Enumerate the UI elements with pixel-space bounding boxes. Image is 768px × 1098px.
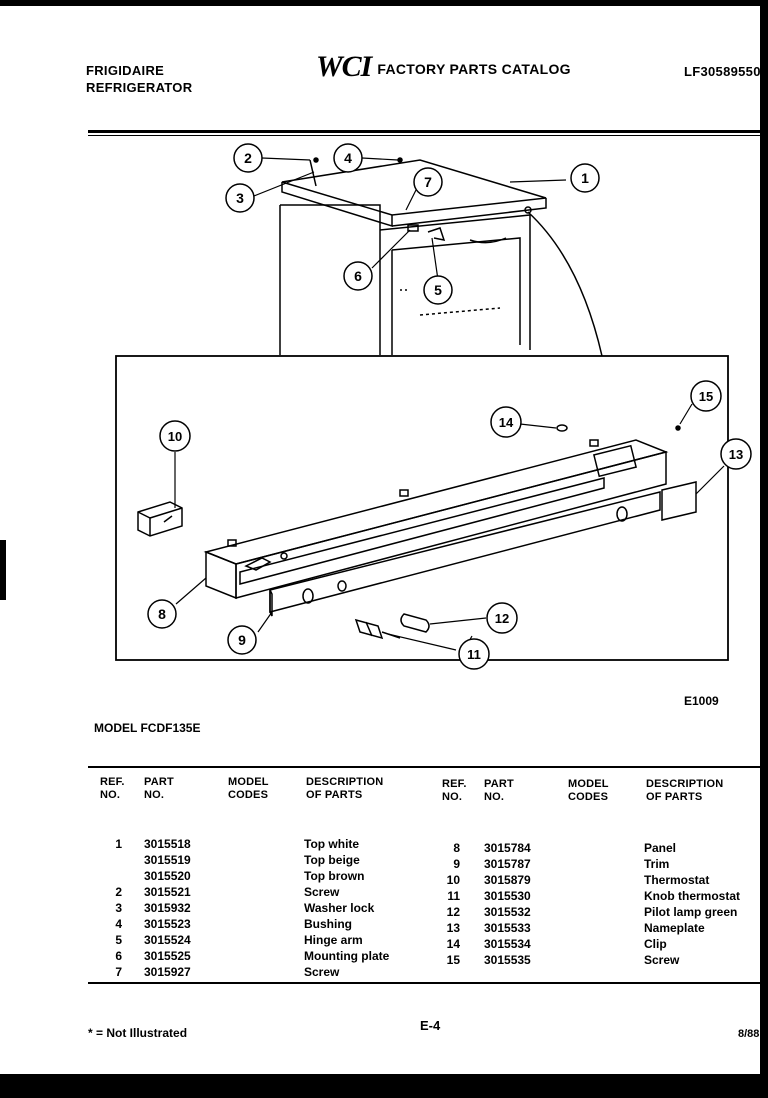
svg-text:15: 15	[699, 389, 713, 404]
svg-text:5: 5	[434, 282, 442, 298]
thermostat-drawing	[137, 501, 183, 537]
header-rule	[88, 130, 760, 133]
callout-9: 9	[227, 625, 257, 655]
svg-text:1: 1	[581, 170, 589, 186]
svg-text:14: 14	[499, 415, 514, 430]
callout-10: 10	[159, 420, 191, 452]
catalog-title: FACTORY PARTS CATALOG	[377, 61, 571, 77]
revision-date: 8/88	[738, 1028, 760, 1040]
product-type: REFRIGERATOR	[86, 80, 193, 95]
trim-drawing	[269, 491, 661, 617]
scan-border-right	[760, 0, 768, 1098]
svg-text:12: 12	[495, 611, 509, 626]
callout-1: 1	[570, 163, 600, 193]
exploded-parts-diagram: 1 2 3 4 5 6 7 8 9 10 11 12 13 14 15	[115, 143, 752, 670]
svg-text:7: 7	[424, 174, 432, 190]
page-number: E-4	[420, 1018, 441, 1033]
top-panel-drawing	[281, 157, 603, 357]
scan-border-bottom	[0, 1074, 768, 1098]
cabinet-drawing	[279, 204, 531, 355]
callout-12: 12	[486, 602, 518, 634]
header-ref-left: REF.NO.	[100, 776, 125, 801]
screw-drawing	[675, 425, 681, 431]
inset-leader-lines	[174, 403, 725, 651]
header-rule-thin	[88, 135, 760, 136]
wci-logo: WCI	[316, 50, 372, 83]
catalog-code: LF30589550	[684, 64, 761, 79]
table-bottom-rule	[88, 982, 760, 984]
callout-8: 8	[147, 599, 177, 629]
svg-text:8: 8	[158, 606, 166, 622]
svg-text:9: 9	[238, 632, 246, 648]
brand-name: FRIGIDAIRE	[86, 63, 165, 78]
clip-drawing	[556, 424, 568, 432]
model-label: MODEL FCDF135E	[94, 721, 201, 735]
scan-border-top	[0, 0, 768, 6]
svg-text:11: 11	[467, 647, 481, 662]
catalog-header: WCI FACTORY PARTS CATALOG	[316, 52, 571, 82]
brand-block: FRIGIDAIRE REFRIGERATOR	[86, 62, 192, 96]
footnote: * = Not Illustrated	[88, 1026, 188, 1040]
control-panel-drawing	[203, 439, 669, 600]
callout-5: 5	[423, 275, 453, 305]
callout-13: 13	[720, 438, 752, 470]
callout-3: 3	[225, 183, 255, 213]
callout-11: 11	[458, 638, 490, 670]
svg-text:3: 3	[236, 190, 244, 206]
nameplate-drawing	[661, 481, 697, 521]
svg-text:13: 13	[729, 447, 743, 462]
header-ref-right: REF.NO.	[442, 778, 467, 803]
svg-text:10: 10	[168, 429, 182, 444]
scan-mark-left	[0, 540, 6, 600]
callout-4: 4	[333, 143, 363, 173]
table-top-rule	[88, 766, 760, 768]
detail-inset-frame	[115, 355, 729, 661]
callout-14: 14	[490, 406, 522, 438]
callout-15: 15	[690, 380, 722, 412]
callout-2: 2	[233, 143, 263, 173]
figure-reference: E1009	[684, 694, 719, 708]
callout-7: 7	[413, 167, 443, 197]
callout-6: 6	[343, 261, 373, 291]
svg-text:2: 2	[244, 150, 252, 166]
top-leader-lines	[253, 157, 567, 281]
svg-text:4: 4	[344, 150, 352, 166]
svg-text:6: 6	[354, 268, 362, 284]
pilot-lamp-drawing	[400, 613, 430, 633]
